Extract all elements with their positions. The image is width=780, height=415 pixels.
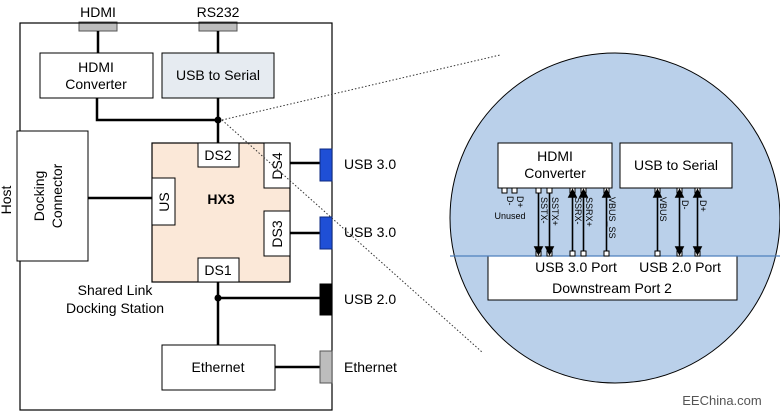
zoom-downstream-label: Downstream Port 2: [552, 280, 672, 296]
zoom-usb-port-box: [487, 255, 738, 301]
zoom-usb-to-serial-label: USB to Serial: [634, 157, 718, 173]
usb-to-serial-box: [161, 52, 275, 99]
zoom-hdmi-converter-line1: HDMI: [537, 148, 573, 164]
junction-dot: [214, 294, 222, 302]
rs232-connector-label: RS232: [197, 4, 240, 20]
pin-label-sstx-plus: SSTX+: [550, 197, 560, 226]
usb30-port-a: [319, 148, 333, 182]
usb30-port-b-label: USB 3.0: [344, 224, 396, 240]
station-line1: Shared Link: [78, 282, 154, 298]
watermark: EEChina.com: [682, 393, 761, 408]
zoom-signal-arrows: [533, 188, 703, 256]
hx3-ds1-label: DS1: [204, 262, 231, 278]
usb20-port: [319, 283, 333, 316]
usb30-port-a-label: USB 3.0: [344, 156, 396, 172]
pin-label-ssrx-minus: SSRX-: [573, 197, 583, 225]
ethernet-box-label: Ethernet: [192, 359, 245, 375]
zoom-usb30-port-label: USB 3.0 Port: [535, 259, 617, 275]
hx3-ds4-label: DS4: [269, 152, 285, 179]
hx3-us-port: [151, 177, 176, 226]
pin-label-unused: Unused: [494, 211, 525, 221]
zoom-hdmi-converter-line2: Converter: [524, 165, 586, 181]
docking-connector-line2: Connector: [49, 163, 65, 228]
hx3-us-label: US: [156, 192, 172, 211]
pin-label-ssrx-plus: SSRX+: [584, 197, 594, 227]
usb20-port-label: USB 2.0: [344, 291, 396, 307]
ethernet-port-label: Ethernet: [344, 359, 397, 375]
zoom-hdmi-converter-box: [497, 142, 613, 189]
junction-dot: [214, 116, 222, 124]
pin-label-sstx-minus: SSTX-: [539, 197, 549, 224]
usb30-port-b: [319, 216, 333, 250]
hdmi-converter-line2: Converter: [65, 76, 127, 92]
pin-label-vbus-ss: VBUS_SS: [607, 197, 617, 239]
wires: [88, 31, 320, 369]
pin-label-dplus: D+: [698, 200, 708, 212]
hx3-title: HX3: [207, 191, 234, 207]
zoom-usb20-port-label: USB 2.0 Port: [639, 259, 721, 275]
ethernet-port: [319, 350, 333, 384]
hx3-ds2-label: DS2: [204, 147, 231, 163]
hx3-ds4-port: [263, 142, 291, 189]
hdmi-converter-line1: HDMI: [78, 59, 114, 75]
docking-connector-line1: Docking: [31, 171, 47, 222]
host-label: Host: [0, 186, 14, 215]
pin-label-dplus-unused: D+: [515, 196, 525, 208]
pin-label-dminus: D-: [680, 200, 690, 210]
hx3-ds3-label: DS3: [269, 220, 285, 247]
ethernet-box: [161, 344, 276, 391]
zoom-usb-to-serial-box: [619, 142, 733, 189]
hdmi-connector-label: HDMI: [80, 4, 116, 20]
pin-label-dminus-unused: D-: [505, 196, 515, 206]
hx3-ds2-port: [197, 142, 240, 168]
usb-to-serial-label: USB to Serial: [176, 67, 260, 83]
docking-connector-box: [16, 130, 89, 262]
station-line2: Docking Station: [66, 300, 164, 316]
pin-label-vbus: VBUS: [658, 197, 668, 222]
hdmi-converter-box: [39, 52, 154, 99]
hx3-ds3-port: [263, 210, 291, 257]
hx3-ds1-port: [197, 257, 240, 283]
